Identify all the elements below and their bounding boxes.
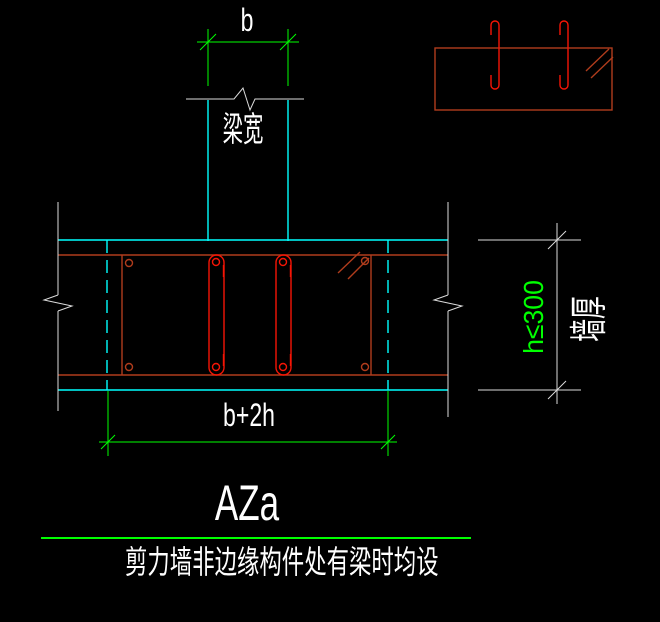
vertical-bar-left — [121, 255, 134, 375]
wall-rebar-lines — [58, 254, 448, 376]
detail-title-code: AZa — [214, 475, 280, 531]
wall-face-lines — [58, 239, 448, 391]
wall-thickness-caption: 墙厚 — [569, 296, 611, 342]
tie-hook-detail — [434, 20, 614, 111]
wall-right-break-edge — [432, 202, 464, 417]
tie-hook-2 — [559, 20, 569, 90]
wall-thickness-limit-label: h≤300 — [518, 280, 549, 354]
zone-width-dimension-lines — [99, 391, 397, 456]
tie-hook-1 — [490, 20, 500, 90]
rebar-hatch-mark-1 — [337, 251, 361, 274]
wall-left-break-edge — [42, 202, 74, 411]
detail-title-note: 剪力墙非边缘构件处有梁时均设 — [125, 544, 439, 580]
rebar-hatch-mark-2 — [347, 257, 370, 280]
detail-section-outline — [434, 47, 613, 111]
beam-width-caption: 梁宽 — [222, 111, 264, 149]
stirrup-1 — [208, 254, 225, 376]
zone-width-label: b+2h — [223, 397, 275, 433]
beam-width-value-label: b — [240, 2, 254, 38]
beam-width-dimension-lines — [197, 29, 299, 86]
detail-hatch-marks — [585, 48, 614, 79]
beam-break-line — [186, 86, 304, 112]
beam-edge-lines — [207, 100, 289, 241]
stirrup-2 — [275, 254, 292, 376]
vertical-bar-right — [337, 251, 372, 375]
wall-thickness-dimension-lines — [478, 223, 581, 404]
zone-boundary-dashed-lines — [106, 240, 389, 390]
